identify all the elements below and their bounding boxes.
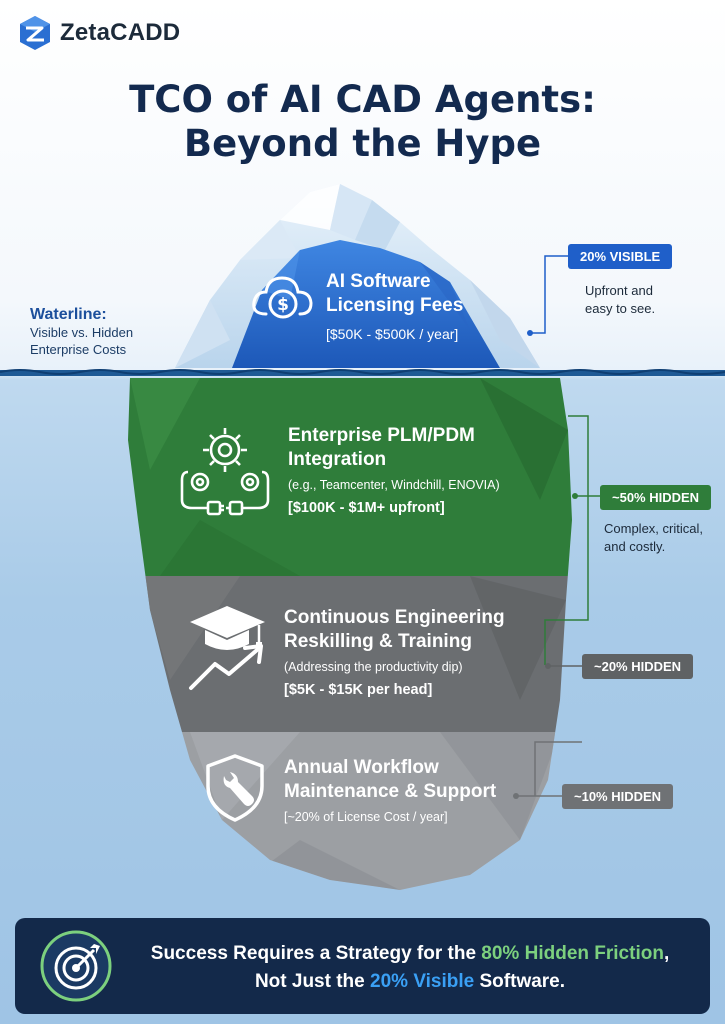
title-line-2: Beyond the Hype [183, 122, 542, 165]
zetacadd-logo: ZetaCADD [18, 14, 180, 52]
footer-message: Success Requires a Strategy for the 80% … [120, 940, 700, 996]
page-title: TCO of AI CAD Agents: Beyond the Hype [0, 78, 725, 166]
waterline-heading: Waterline: [30, 306, 107, 323]
tier-training-title-2: Reskilling & Training [284, 631, 472, 652]
footer-line-1: Success Requires a Strategy for the 80% … [150, 943, 670, 964]
note-hidden-line-2: and costly. [604, 539, 666, 554]
title-line-1: TCO of AI CAD Agents: [129, 78, 596, 121]
waterline-line-2: Enterprise Costs [30, 342, 127, 357]
tier-training-subtitle: (Addressing the productivity dip) [284, 660, 463, 674]
tier-integration-title-2: Integration [288, 449, 387, 470]
tier-maintenance-title-1: Annual Workflow [284, 757, 439, 778]
target-arrow-icon [40, 930, 112, 1002]
note-visible: Upfront and easy to see. [585, 282, 655, 318]
graduation-cap-growth-icon [189, 606, 265, 690]
badge-50-hidden: ~50% HIDDEN [600, 485, 712, 510]
tier-licensing-title-1: AI Software [326, 271, 431, 292]
note-visible-line-2: easy to see. [585, 301, 656, 316]
brand-name: ZetaCADD [60, 19, 181, 46]
tier-training-title-1: Continuous Engineering [284, 607, 505, 628]
waterline-label: Waterline: Visible vs. Hidden Enterprise… [30, 306, 133, 358]
tier-licensing-price: [$50K - $500K / year] [326, 326, 459, 342]
badge-20-visible: 20% VISIBLE [568, 244, 673, 269]
zetacadd-logo-icon [20, 16, 50, 50]
badge-10-hidden: ~10% HIDDEN [562, 784, 674, 809]
tier-maintenance: Annual Workflow Maintenance & Support [~… [284, 756, 504, 824]
shield-wrench-icon [206, 754, 264, 822]
tier-maintenance-subtitle: [~20% of License Cost / year] [284, 810, 448, 824]
note-hidden-line-1: Complex, critical, [604, 521, 703, 536]
tier-training: Continuous Engineering Reskilling & Trai… [284, 606, 524, 698]
footer-line-2: Not Just the 20% Visible Software. [254, 971, 566, 992]
waterline-line-1: Visible vs. Hidden [30, 325, 134, 340]
tier-integration-price: [$100K - $1M+ upfront] [288, 500, 445, 516]
badge-20-hidden: ~20% HIDDEN [582, 654, 694, 679]
note-visible-line-1: Upfront and [585, 283, 653, 298]
footer-banner [15, 918, 710, 1014]
tier-integration-subtitle: (e.g., Teamcenter, Windchill, ENOVIA) [288, 478, 500, 492]
svg-text:$: $ [277, 295, 289, 315]
tier-training-price: [$5K - $15K per head] [284, 682, 433, 698]
tier-licensing-title-2: Licensing Fees [326, 295, 464, 316]
cloud-dollar-icon: $ [252, 276, 313, 319]
tier-integration: Enterprise PLM/PDM Integration (e.g., Te… [288, 424, 528, 516]
tier-integration-title-1: Enterprise PLM/PDM [288, 425, 475, 446]
gears-plug-icon [180, 428, 270, 516]
note-hidden: Complex, critical, and costly. [604, 520, 703, 556]
tier-licensing: AI Software Licensing Fees [$50K - $500K… [326, 270, 506, 342]
tier-maintenance-title-2: Maintenance & Support [284, 781, 497, 802]
